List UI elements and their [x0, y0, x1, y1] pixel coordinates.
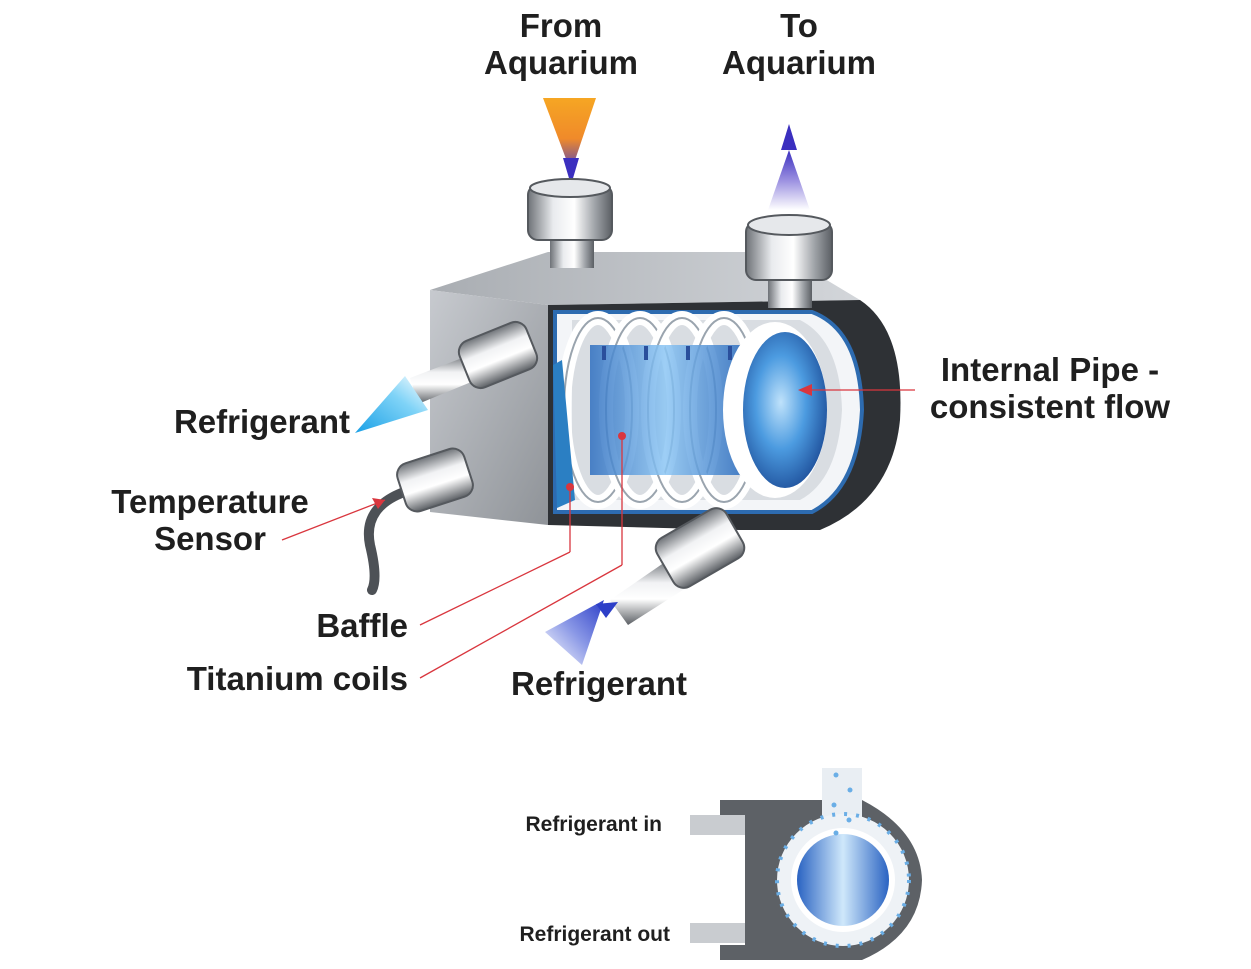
- to-aquarium-line1: To: [780, 7, 818, 44]
- outlet-fitting: [745, 214, 833, 308]
- internal-pipe-line2: consistent flow: [929, 387, 1171, 425]
- leader-arrowheads: [372, 384, 812, 509]
- temperature-sensor-label: Temperature Sensor: [100, 483, 320, 558]
- baffle-marker: [553, 360, 575, 508]
- cross-section-diagram: [690, 768, 922, 960]
- refrigerant-left-label: Refrigerant: [173, 403, 350, 440]
- inflow-arrow: [543, 98, 596, 185]
- from-aquarium-label: From Aquarium: [478, 7, 644, 82]
- to-aquarium-label: To Aquarium: [716, 7, 882, 82]
- baffle-label: Baffle: [316, 607, 408, 644]
- internal-pipe-line1: Internal Pipe -: [940, 351, 1160, 388]
- from-aquarium-line1: From: [519, 7, 603, 44]
- leader-lines: [281, 389, 915, 679]
- refrigerant-inlet-fitting: [545, 507, 746, 665]
- refrigerant-out-label: Refrigerant out: [519, 923, 670, 946]
- temperature-sensor-line2: Sensor: [154, 519, 266, 557]
- outflow-arrow: [768, 124, 810, 210]
- refrigerant-outlet-fitting: [355, 320, 539, 433]
- to-aquarium-line2: Aquarium: [721, 43, 876, 81]
- titanium-coils-label: Titanium coils: [186, 660, 408, 697]
- temperature-sensor: [363, 447, 474, 595]
- internal-pipe-label: Internal Pipe - consistent flow: [922, 351, 1178, 426]
- inlet-fitting: [527, 178, 613, 268]
- temperature-sensor-line1: Temperature: [111, 483, 309, 520]
- refrigerant-in-label: Refrigerant in: [525, 813, 662, 836]
- from-aquarium-line2: Aquarium: [483, 43, 638, 81]
- internal-pipe: [723, 322, 827, 498]
- refrigerant-bottom-label: Refrigerant: [511, 665, 688, 702]
